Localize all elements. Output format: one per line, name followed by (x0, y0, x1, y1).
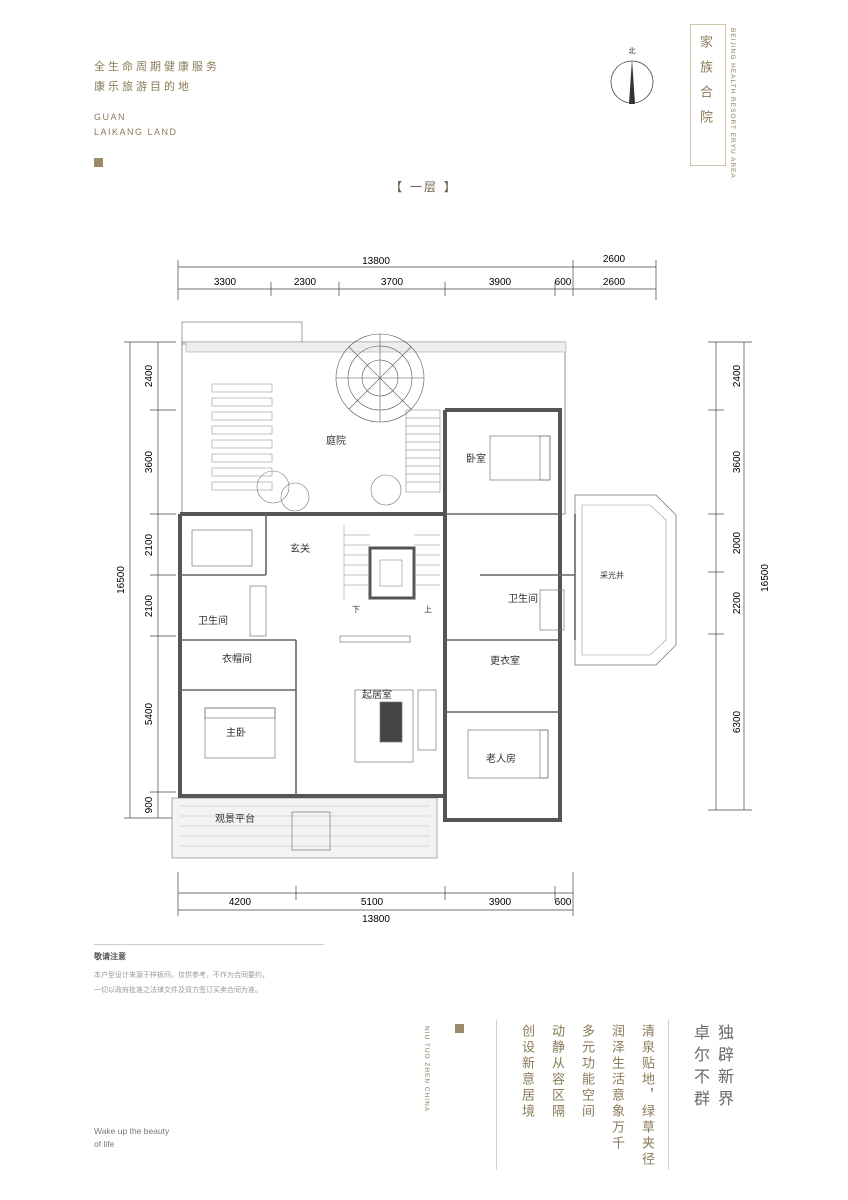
bottom-dimensions (177, 872, 574, 916)
room-living: 起居室 (362, 688, 392, 701)
compass-icon (610, 59, 654, 104)
dim-top-seg-6: 2600 (603, 277, 626, 288)
tub-left (191, 529, 253, 567)
stair-up-label: 上 (424, 605, 432, 614)
dim-right-seg-3: 2000 (732, 531, 743, 554)
notice-line-2: 一切以政府批准之法律文件及双方签订买卖合同为准。 (94, 986, 262, 994)
footer-divider-2 (668, 1020, 669, 1170)
room-master: 主卧 (226, 726, 246, 739)
brand-box: 家族合院 (690, 24, 726, 166)
floor-plan: 13800 2600 3300 2300 3700 3900 600 2600 … (116, 254, 771, 925)
left-dimensions (124, 341, 176, 819)
dim-top-right-total: 2600 (603, 254, 626, 265)
stepping-stones (211, 383, 273, 491)
terrace-decking (180, 805, 430, 847)
dim-top-seg-3: 3700 (381, 277, 404, 288)
big-slogan-1: 卓尔不群 (691, 1024, 710, 1112)
dim-right-seg-5: 6300 (732, 710, 743, 733)
dim-bottom-seg-3: 3900 (489, 897, 512, 908)
floor-label: 【 一层 】 (390, 180, 458, 194)
interior-walls (180, 513, 576, 796)
room-lightwell: 采光井 (600, 570, 624, 580)
living-rug (354, 689, 414, 763)
brand-english-2: LAIKANG LAND (94, 127, 178, 137)
elevator-shaft (368, 546, 416, 600)
seal-icon-footer (455, 1024, 464, 1033)
notice-title: 敬请注意 (94, 952, 126, 961)
notice-line-1: 本户型设计来源于样板间，仅供参考，不作为合同要约， (94, 971, 269, 979)
room-bathroom-left: 卫生间 (198, 614, 228, 627)
tub-right (539, 589, 565, 631)
dim-left-seg-2: 3600 (144, 450, 155, 473)
room-dressing: 更衣室 (490, 654, 520, 667)
top-dimensions (177, 260, 657, 300)
terrace-table (291, 811, 331, 851)
dim-top-seg-2: 2300 (294, 277, 317, 288)
dim-top-seg-5: 600 (555, 277, 572, 288)
tagline-line-2: 康乐旅游目的地 (94, 80, 192, 93)
right-dimensions (708, 341, 752, 811)
slogan-col-5: 清泉贴地，绿草夹径 (639, 1024, 654, 1168)
room-bathroom-right: 卫生间 (508, 592, 538, 605)
courtyard-stairs (405, 409, 441, 493)
room-closet: 衣帽间 (222, 652, 252, 665)
dim-bottom-seg-2: 5100 (361, 897, 384, 908)
main-stairs (343, 525, 440, 600)
dim-left-seg-1: 2400 (144, 364, 155, 387)
room-elder: 老人房 (486, 752, 516, 765)
brand-english-1: GUAN (94, 112, 127, 122)
dim-left-seg-4: 2100 (144, 594, 155, 617)
dim-top-seg-4: 3900 (489, 277, 512, 288)
dim-right-total: 16500 (760, 564, 771, 592)
dim-bottom-seg-4: 600 (555, 897, 572, 908)
notice-divider (94, 944, 324, 945)
dim-right-seg-4: 2200 (732, 591, 743, 614)
wake-line-2: of life (94, 1139, 115, 1149)
shrub-icons (256, 470, 402, 512)
exterior-walls (178, 408, 562, 822)
sofa (417, 689, 437, 751)
north-label: 北 (628, 47, 636, 55)
terrace-area (171, 797, 438, 859)
dim-left-seg-6: 900 (144, 796, 155, 813)
room-bedroom: 卧室 (466, 452, 486, 465)
dim-left-seg-3: 2100 (144, 533, 155, 556)
slogan-col-2: 动静从容区隔 (549, 1024, 564, 1120)
big-slogan-2: 独辟新界 (715, 1024, 734, 1112)
location-vertical: NIU TUO ZHEN CHINA (423, 1026, 430, 1113)
brand-vertical-title: 家族合院 (697, 35, 712, 135)
console (339, 635, 411, 643)
dim-left-total: 16500 (116, 566, 127, 594)
dim-top-total: 13800 (362, 256, 390, 267)
dim-bottom-seg-1: 4200 (229, 897, 252, 908)
room-foyer: 玄关 (290, 542, 310, 555)
room-courtyard: 庭院 (326, 434, 346, 447)
lightwell-outline (574, 494, 677, 666)
dim-top-seg-1: 3300 (214, 277, 237, 288)
footer-divider (496, 1020, 497, 1170)
tagline-line-1: 全生命周期健康服务 (94, 60, 220, 73)
brand-vertical-english: BEIJING HEALTH RESORT ERYU AREA (729, 28, 736, 179)
slogan-col-4: 润泽生活意象万千 (609, 1024, 624, 1152)
furniture (191, 435, 565, 851)
dim-right-seg-1: 2400 (732, 364, 743, 387)
wake-line-1: Wake up the beauty (94, 1126, 170, 1136)
slogan-col-3: 多元功能空间 (579, 1024, 594, 1120)
dim-right-seg-2: 3600 (732, 450, 743, 473)
room-terrace: 观景平台 (215, 812, 255, 825)
north-arrow: 北 (608, 46, 656, 108)
seal-icon (94, 158, 103, 167)
courtyard-outline (181, 341, 566, 515)
slogan-col-1: 创设新意居境 (519, 1024, 534, 1120)
dim-bottom-total: 13800 (362, 914, 390, 925)
dim-left-seg-5: 5400 (144, 702, 155, 725)
tree-icon (335, 333, 425, 423)
stair-down-label: 下 (352, 605, 360, 614)
